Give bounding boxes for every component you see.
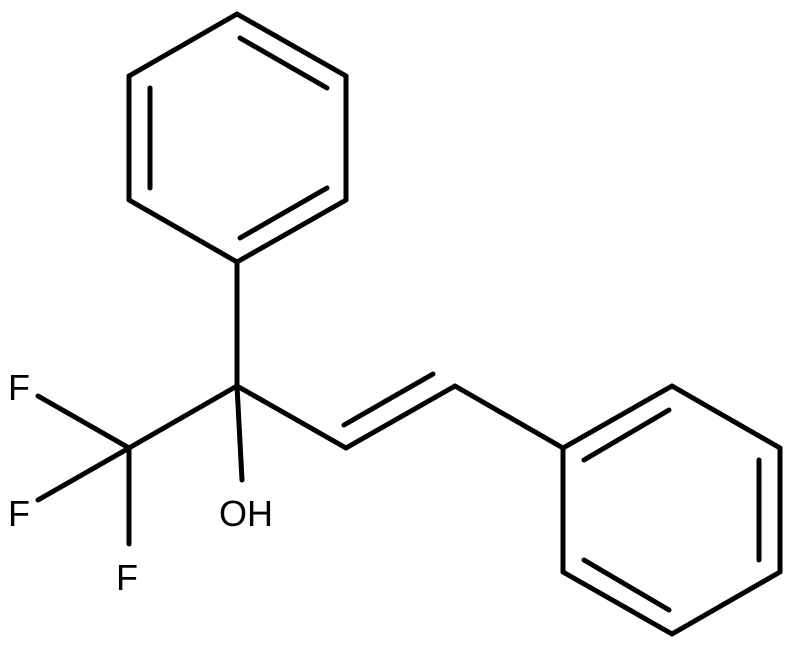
bond-ring-top-inner [237, 35, 330, 91]
bond-c-f2 [35, 445, 132, 503]
bond-ring-right [560, 569, 675, 637]
bond-ring-right-inner [581, 557, 672, 613]
bond-ring-top [234, 197, 349, 265]
hydroxyl-label: OH [219, 493, 273, 534]
bond-central-to-vinyl [234, 383, 349, 451]
bond-ring-top [126, 197, 240, 265]
bond-ring-top [126, 11, 240, 79]
alkene-double-bond [341, 371, 458, 451]
bond-vinyl [343, 383, 458, 451]
fluorine-label-3: F [116, 557, 138, 598]
bond-central-to-cf3-carbon [126, 383, 240, 451]
bond-ring-right [560, 383, 675, 451]
bond-central-to-oh [234, 383, 245, 483]
fluorine-label-1: F [8, 367, 30, 408]
bond-ring-top [234, 11, 349, 79]
phenyl-ring-right [560, 383, 783, 637]
fluorine-label-2: F [8, 493, 30, 534]
phenyl-ring-top [126, 11, 349, 265]
bond-ring-right [669, 569, 783, 637]
trifluoromethyl-group [35, 393, 132, 547]
bond-c-f1 [35, 393, 132, 451]
bond-ring-top-inner [237, 185, 330, 241]
bond-vinyl-second [341, 371, 436, 428]
bond-ring-right-inner [581, 407, 672, 463]
bond-ring-right [669, 383, 783, 451]
bond-vinyl-to-ring [452, 383, 566, 451]
